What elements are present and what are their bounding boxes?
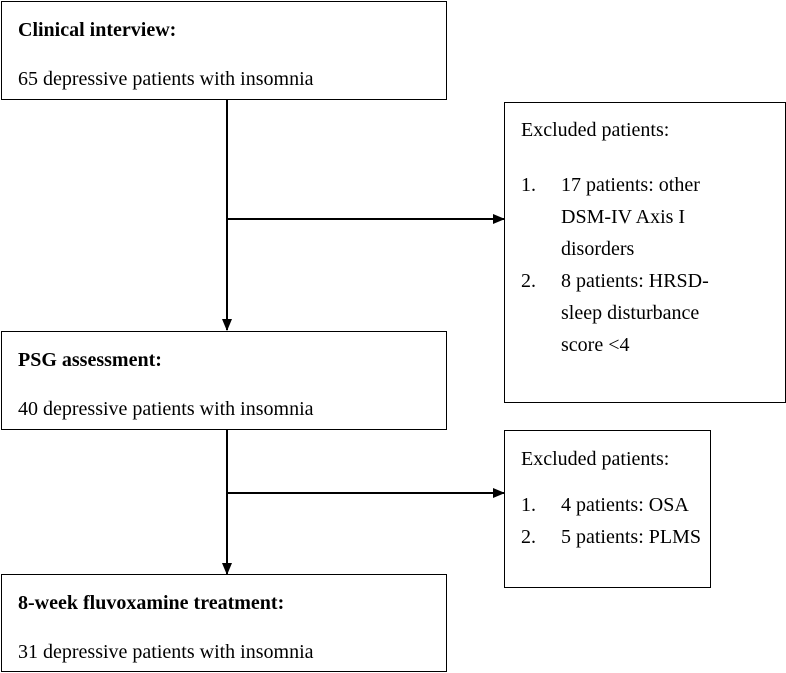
excluded-box-1: Excluded patients: 1. 17 patients: other… xyxy=(504,102,786,403)
treatment-title: 8-week fluvoxamine treatment: xyxy=(18,592,285,614)
clinical-interview-title: Clinical interview: xyxy=(18,19,177,41)
list-item-number: 2. xyxy=(521,526,536,548)
list-item: 2. 5 patients: PLMS xyxy=(521,521,731,553)
excluded-1-list: 1. 17 patients: other DSM-IV Axis I diso… xyxy=(521,169,731,361)
excluded-box-2: Excluded patients: 1. 4 patients: OSA 2.… xyxy=(504,430,711,588)
excluded-2-heading: Excluded patients: xyxy=(521,448,670,470)
clinical-interview-count: 65 depressive patients with insomnia xyxy=(18,68,314,90)
list-item-number: 1. xyxy=(521,494,536,516)
psg-assessment-title: PSG assessment: xyxy=(18,349,162,371)
list-item-text: 5 patients: PLMS xyxy=(561,526,702,548)
list-item-number: 1. xyxy=(521,174,536,196)
treatment-box: 8-week fluvoxamine treatment: 31 depress… xyxy=(1,574,447,672)
treatment-count: 31 depressive patients with insomnia xyxy=(18,641,314,663)
list-item: 1. 17 patients: other DSM-IV Axis I diso… xyxy=(521,169,731,265)
list-item-text: 8 patients: HRSD-sleep disturbance score… xyxy=(561,270,709,356)
list-item: 1. 4 patients: OSA xyxy=(521,489,731,521)
excluded-1-heading: Excluded patients: xyxy=(521,119,670,141)
clinical-interview-box: Clinical interview: 65 depressive patien… xyxy=(1,1,447,100)
psg-assessment-count: 40 depressive patients with insomnia xyxy=(18,398,314,420)
list-item-text: 4 patients: OSA xyxy=(561,494,689,516)
list-item: 2. 8 patients: HRSD-sleep disturbance sc… xyxy=(521,265,731,361)
psg-assessment-box: PSG assessment: 40 depressive patients w… xyxy=(1,331,447,430)
list-item-number: 2. xyxy=(521,270,536,292)
excluded-2-list: 1. 4 patients: OSA 2. 5 patients: PLMS xyxy=(521,489,731,553)
list-item-text: 17 patients: other DSM-IV Axis I disorde… xyxy=(561,174,700,260)
